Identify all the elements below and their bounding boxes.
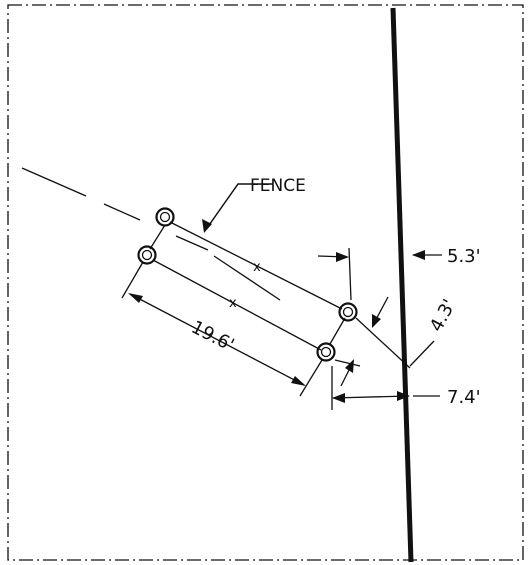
border-frame	[7, 4, 524, 561]
fence-x-mark: x	[229, 296, 237, 311]
fence-leader	[206, 183, 273, 229]
fence-x-mark: x	[253, 260, 261, 275]
fence-post	[316, 342, 336, 362]
extension-line	[348, 247, 352, 301]
dimension-arrow	[397, 391, 410, 401]
dimension-offset-label: 7.4'	[447, 387, 481, 408]
fence-line	[149, 224, 166, 250]
fence-centerline	[103, 203, 141, 221]
extension-line	[121, 261, 144, 299]
fence-centerline	[175, 235, 209, 251]
dimension-arrow	[332, 393, 345, 403]
fence-leader-arrow	[202, 219, 212, 233]
fence-line	[152, 259, 322, 351]
fence-post	[155, 207, 175, 227]
dimension-arrow	[345, 359, 354, 373]
extension-line	[334, 359, 361, 367]
fence-line	[329, 317, 346, 345]
dimension-arrow	[372, 314, 381, 328]
dimension-arrow	[291, 376, 306, 386]
dimension-arrow	[412, 250, 425, 260]
dimension-offset-label: 5.3'	[447, 246, 481, 267]
fence-line	[169, 221, 343, 310]
dimension-arrow	[336, 252, 349, 262]
fence-centerline	[213, 255, 281, 301]
boundary-line	[390, 7, 414, 563]
fence-centerline	[21, 167, 87, 197]
dimension-arrow	[128, 293, 143, 303]
dimension-offset-label: 4.3'	[426, 296, 460, 336]
dimension-line-offset	[332, 395, 410, 399]
dimension-length-label: 19.6'	[188, 317, 238, 356]
extension-line	[355, 317, 411, 369]
fence-post	[338, 302, 358, 322]
fence-post	[137, 245, 157, 265]
extension-line	[299, 359, 323, 397]
fence-label: FENCE	[250, 176, 306, 196]
dimension-line-length	[129, 293, 305, 386]
dimension-leader	[409, 340, 435, 367]
